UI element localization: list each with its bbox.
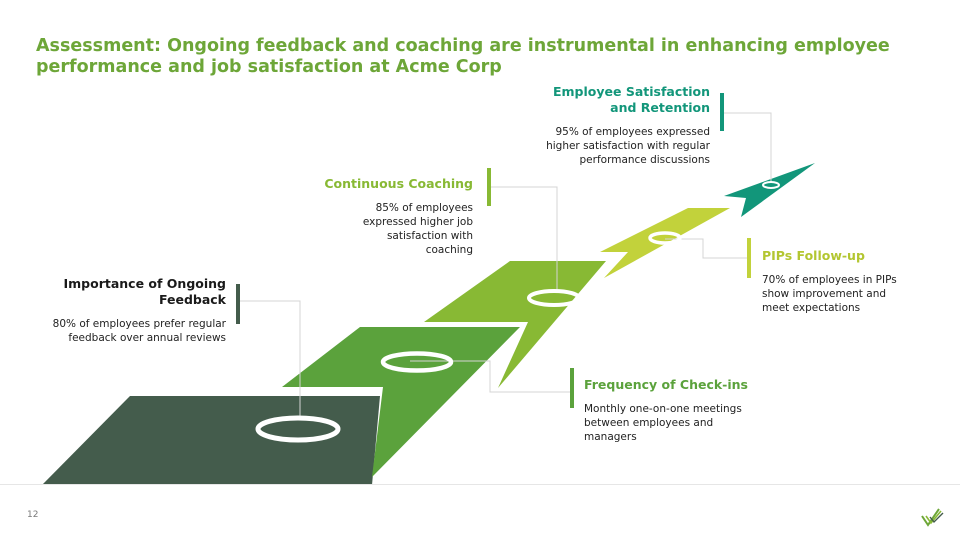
leader-line-importance [240,300,301,420]
callout-satisfaction: Employee Satisfaction and Retention 95% … [520,84,710,167]
checkins-body: Monthly one-on-one meetings between empl… [584,403,742,443]
stage-2-segment [282,327,520,477]
slide-title: Assessment: Ongoing feedback and coachin… [36,36,890,77]
checkins-heading: Frequency of Check-ins [584,377,748,392]
company-logo-icon [921,508,944,527]
checkins-accent-bar [570,368,574,408]
stage-5-arrowhead [724,163,815,217]
satisfaction-accent-bar [720,93,724,131]
leader-line-satisfaction [723,112,772,183]
coaching-body: 85% of employees expressed higher job sa… [362,202,473,256]
footer-divider [0,484,960,485]
ring-marker-3 [527,289,581,307]
satisfaction-body: 95% of employees expressed higher satisf… [546,126,710,166]
pips-heading: PIPs Follow-up [762,248,865,263]
ring-marker-1 [255,415,341,443]
importance-accent-bar [236,284,240,324]
coaching-heading: Continuous Coaching [324,176,473,191]
callout-checkins: Frequency of Check-ins Monthly one-on-on… [584,377,754,444]
pips-body: 70% of employees in PIPs show improvemen… [762,274,897,314]
satisfaction-heading: Employee Satisfaction and Retention [552,84,710,115]
stage-1-segment [42,396,380,485]
pips-accent-bar [747,238,751,278]
importance-heading: Importance of Ongoing Feedback [63,276,227,307]
coaching-accent-bar [487,168,491,206]
ring-marker-4 [648,231,682,245]
leader-line-coaching [491,186,558,292]
callout-importance: Importance of Ongoing Feedback 80% of em… [26,276,226,345]
importance-body: 80% of employees prefer regular feedback… [52,318,226,344]
ring-marker-2 [380,351,454,373]
callout-pips: PIPs Follow-up 70% of employees in PIPs … [762,248,912,315]
leader-line-pips [665,238,749,259]
ring-marker-5 [762,181,780,189]
page-number: 12 [27,510,39,520]
callout-coaching: Continuous Coaching 85% of employees exp… [303,176,473,257]
